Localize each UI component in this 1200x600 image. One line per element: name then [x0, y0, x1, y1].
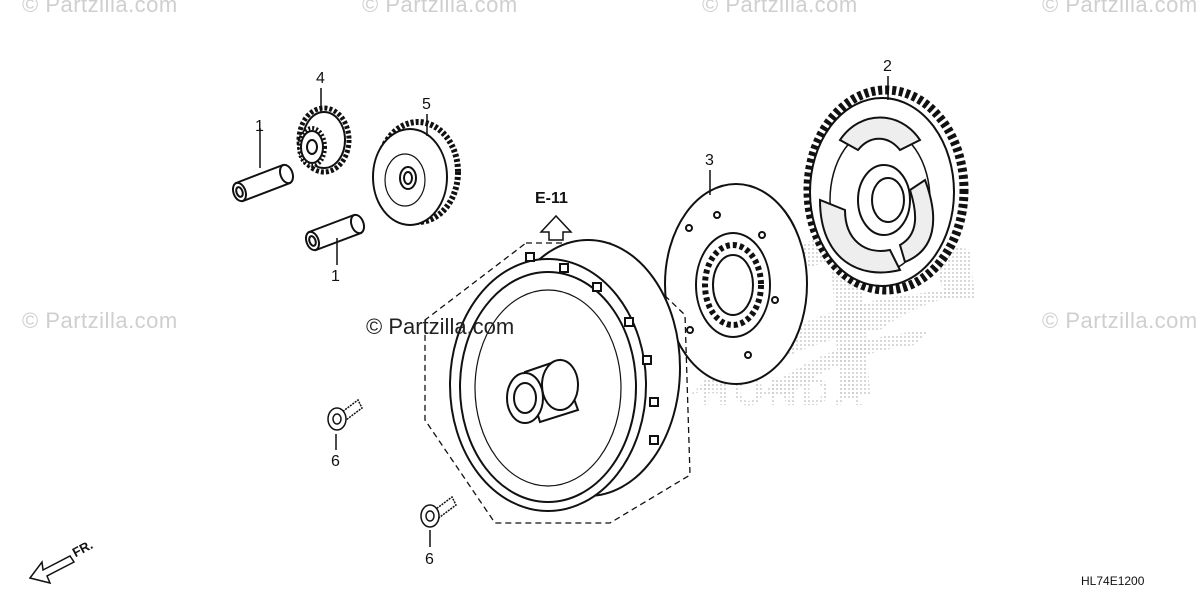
- watermark: © Partzilla.com: [1042, 308, 1198, 333]
- small-double-gear: [296, 105, 352, 175]
- watermark: © Partzilla.com: [702, 0, 858, 17]
- callout-6-upper: 6: [331, 453, 340, 470]
- reference-arrow: [539, 214, 573, 241]
- watermark: © Partzilla.com: [362, 0, 518, 17]
- watermark: © Partzilla.com: [1042, 0, 1198, 17]
- watermark: © Partzilla.com: [22, 0, 178, 17]
- watermark-center: © Partzilla.com: [366, 314, 515, 339]
- bolt-upper: [327, 398, 363, 431]
- callout-2: 2: [883, 58, 892, 75]
- flywheel-assembly: [449, 239, 681, 512]
- callout-1-lower: 1: [331, 268, 340, 285]
- callout-4: 4: [316, 70, 325, 87]
- pin-lower: [304, 213, 366, 252]
- one-way-clutch: [664, 183, 808, 385]
- reference-boundary: [424, 242, 691, 524]
- callout-5: 5: [422, 96, 431, 113]
- front-direction-arrow: [28, 555, 76, 585]
- watermark: © Partzilla.com: [22, 308, 178, 333]
- reduction-gear: [372, 119, 461, 226]
- pin-upper: [231, 163, 295, 203]
- diagram-code: HL74E1200: [1081, 574, 1145, 588]
- callout-6-lower: 6: [425, 551, 434, 568]
- starter-driven-gear: [803, 85, 969, 295]
- bolt-lower: [420, 495, 457, 528]
- reference-label: E-11: [535, 190, 568, 207]
- callout-1-upper: 1: [255, 118, 264, 135]
- callout-3: 3: [705, 152, 714, 169]
